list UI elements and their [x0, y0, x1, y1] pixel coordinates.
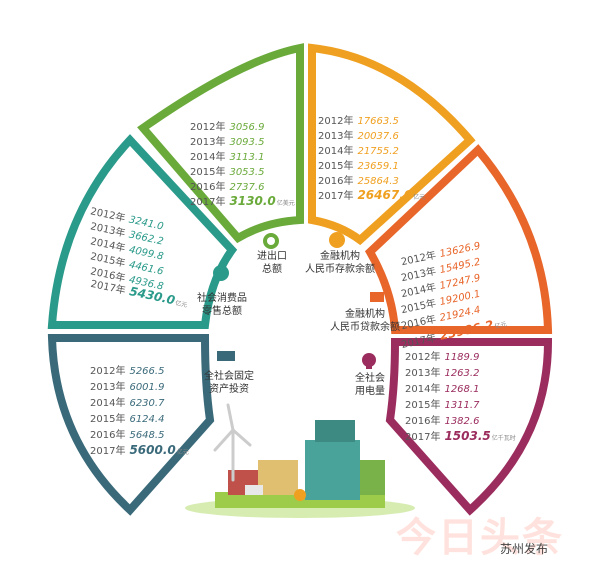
- loans-arc: [364, 144, 553, 334]
- unit-label: 亿千瓦时: [491, 435, 516, 442]
- year-label: 2015年: [190, 167, 226, 178]
- value-label: 6230.7: [129, 398, 165, 409]
- city-illustration: [185, 403, 415, 518]
- cards-icon: [368, 288, 386, 310]
- year-label: 2012年: [190, 122, 226, 133]
- value-label: 5648.5: [129, 430, 165, 441]
- value-label: 3093.5: [229, 137, 265, 148]
- value-label: 3113.1: [229, 152, 265, 163]
- value-label: 1503.5: [444, 429, 491, 443]
- unit-label: 亿元: [176, 449, 189, 456]
- investment-arc: [47, 334, 215, 516]
- unit-label: 亿元: [494, 320, 508, 331]
- value-label: 1268.1: [444, 384, 480, 395]
- value-label: 3053.5: [229, 167, 265, 178]
- value-label: 17663.5: [357, 116, 399, 127]
- year-label: 2015年: [90, 414, 126, 425]
- value-label: 6001.9: [129, 382, 165, 393]
- year-label: 2012年: [318, 116, 354, 127]
- year-label: 2016年: [90, 430, 126, 441]
- year-label: 2016年: [318, 176, 354, 187]
- loans-label: 金融机构人民币贷款余额: [330, 309, 400, 333]
- value-label: 26467.6: [357, 188, 413, 202]
- value-label: 23659.1: [357, 161, 399, 172]
- value-label: 6124.4: [129, 414, 165, 425]
- deposits-arc: [308, 43, 476, 246]
- value-label: 3130.0: [229, 194, 276, 208]
- value-label: 20037.6: [357, 131, 399, 142]
- year-label: 2012年: [90, 366, 126, 377]
- year-label: 2017年: [318, 191, 354, 202]
- year-label: 2015年: [405, 400, 441, 411]
- value-label: 5600.0: [129, 443, 176, 457]
- globe-icon: [262, 232, 280, 254]
- brand-label: 苏州发布: [500, 542, 549, 556]
- investment-label: 全社会固定资产投资: [204, 371, 254, 395]
- deposits-label: 金融机构人民币存款余额: [305, 251, 375, 275]
- value-label: 3056.9: [229, 122, 265, 133]
- year-label: 2014年: [405, 384, 441, 395]
- unit-label: 亿元: [413, 194, 426, 201]
- year-label: 2014年: [90, 398, 126, 409]
- watermark: 今日头条: [396, 515, 564, 561]
- lightbulb-icon: [360, 352, 378, 374]
- year-label: 2014年: [190, 152, 226, 163]
- unit-label: 亿美元: [276, 200, 295, 207]
- year-label: 2014年: [318, 146, 354, 157]
- year-label: 2013年: [90, 382, 126, 393]
- year-label: 2016年: [405, 416, 441, 427]
- electricity-label: 全社会用电量: [355, 373, 385, 397]
- unit-label: 亿元: [174, 299, 188, 310]
- value-label: 1311.7: [444, 400, 480, 411]
- money-bag-icon: [328, 230, 346, 252]
- retail-label: 社会消费品零售总额: [197, 293, 247, 317]
- year-label: 2017年: [190, 197, 226, 208]
- electricity-arc: [385, 338, 553, 516]
- value-label: 21755.2: [357, 146, 399, 157]
- value-label: 5266.5: [129, 366, 165, 377]
- value-label: 1189.9: [444, 352, 480, 363]
- year-label: 2016年: [190, 182, 226, 193]
- value-label: 1263.2: [444, 368, 480, 379]
- year-label: 2013年: [318, 131, 354, 142]
- year-label: 2012年: [405, 352, 441, 363]
- cash-stack-icon: [216, 348, 236, 368]
- value-label: 1382.6: [444, 416, 480, 427]
- year-label: 2013年: [405, 368, 441, 379]
- value-label: 2737.6: [229, 182, 265, 193]
- value-label: 25864.3: [357, 176, 399, 187]
- year-label: 2015年: [318, 161, 354, 172]
- import-export-label: 进出口总额: [257, 251, 287, 275]
- year-label: 2013年: [190, 137, 226, 148]
- import-export-arc: [137, 43, 304, 244]
- coin-icon: [212, 264, 230, 286]
- year-label: 2017年: [90, 446, 126, 457]
- year-label: 2017年: [405, 432, 441, 443]
